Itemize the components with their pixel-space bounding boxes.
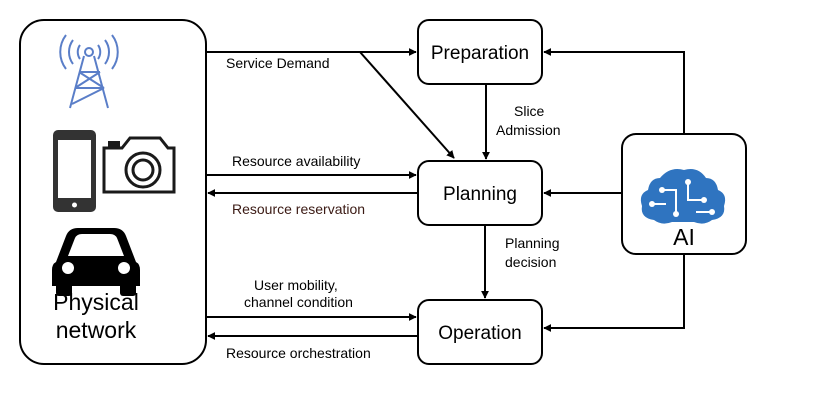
ai-node: AI bbox=[621, 133, 747, 255]
edge-resource-reservation: Resource reservation bbox=[207, 189, 418, 217]
ai-label: AI bbox=[673, 224, 695, 250]
operation-node: Operation bbox=[417, 299, 543, 365]
car-icon bbox=[52, 228, 140, 296]
user-mobility-label-line1: User mobility, bbox=[254, 277, 338, 293]
preparation-node: Preparation bbox=[417, 19, 543, 85]
preparation-label: Preparation bbox=[431, 43, 529, 64]
edge-user-mobility: User mobility, channel condition bbox=[206, 277, 417, 321]
edge-service-demand: Service Demand bbox=[206, 48, 455, 159]
slice-admission-label-line2: Admission bbox=[496, 122, 561, 138]
edge-ai-feedback bbox=[543, 48, 685, 332]
physical-network-node: Physical network bbox=[19, 19, 207, 365]
planning-decision-label-line2: decision bbox=[505, 254, 556, 270]
antenna-tower-icon bbox=[59, 34, 119, 109]
resource-reservation-label: Resource reservation bbox=[232, 201, 365, 217]
slice-admission-label-line1: Slice bbox=[514, 103, 545, 119]
planning-label: Planning bbox=[443, 184, 517, 205]
edge-resource-availability: Resource availability bbox=[206, 153, 417, 179]
edge-resource-orchestration: Resource orchestration bbox=[207, 332, 418, 361]
edge-planning-decision: Planning decision bbox=[481, 225, 560, 299]
resource-availability-label: Resource availability bbox=[232, 153, 360, 169]
ai-brain-icon bbox=[640, 169, 726, 224]
resource-orchestration-label: Resource orchestration bbox=[226, 345, 371, 361]
camera-icon bbox=[102, 136, 176, 194]
service-demand-label: Service Demand bbox=[226, 55, 330, 71]
physical-network-label-line2: network bbox=[56, 317, 137, 343]
user-mobility-label-line2: channel condition bbox=[244, 294, 353, 310]
planning-decision-label-line1: Planning bbox=[505, 235, 560, 251]
physical-network-label-line1: Physical bbox=[53, 289, 139, 315]
operation-label: Operation bbox=[438, 323, 521, 344]
edge-slice-admission: Slice Admission bbox=[482, 84, 561, 160]
smartphone-icon bbox=[53, 130, 96, 212]
planning-node: Planning bbox=[417, 160, 543, 226]
